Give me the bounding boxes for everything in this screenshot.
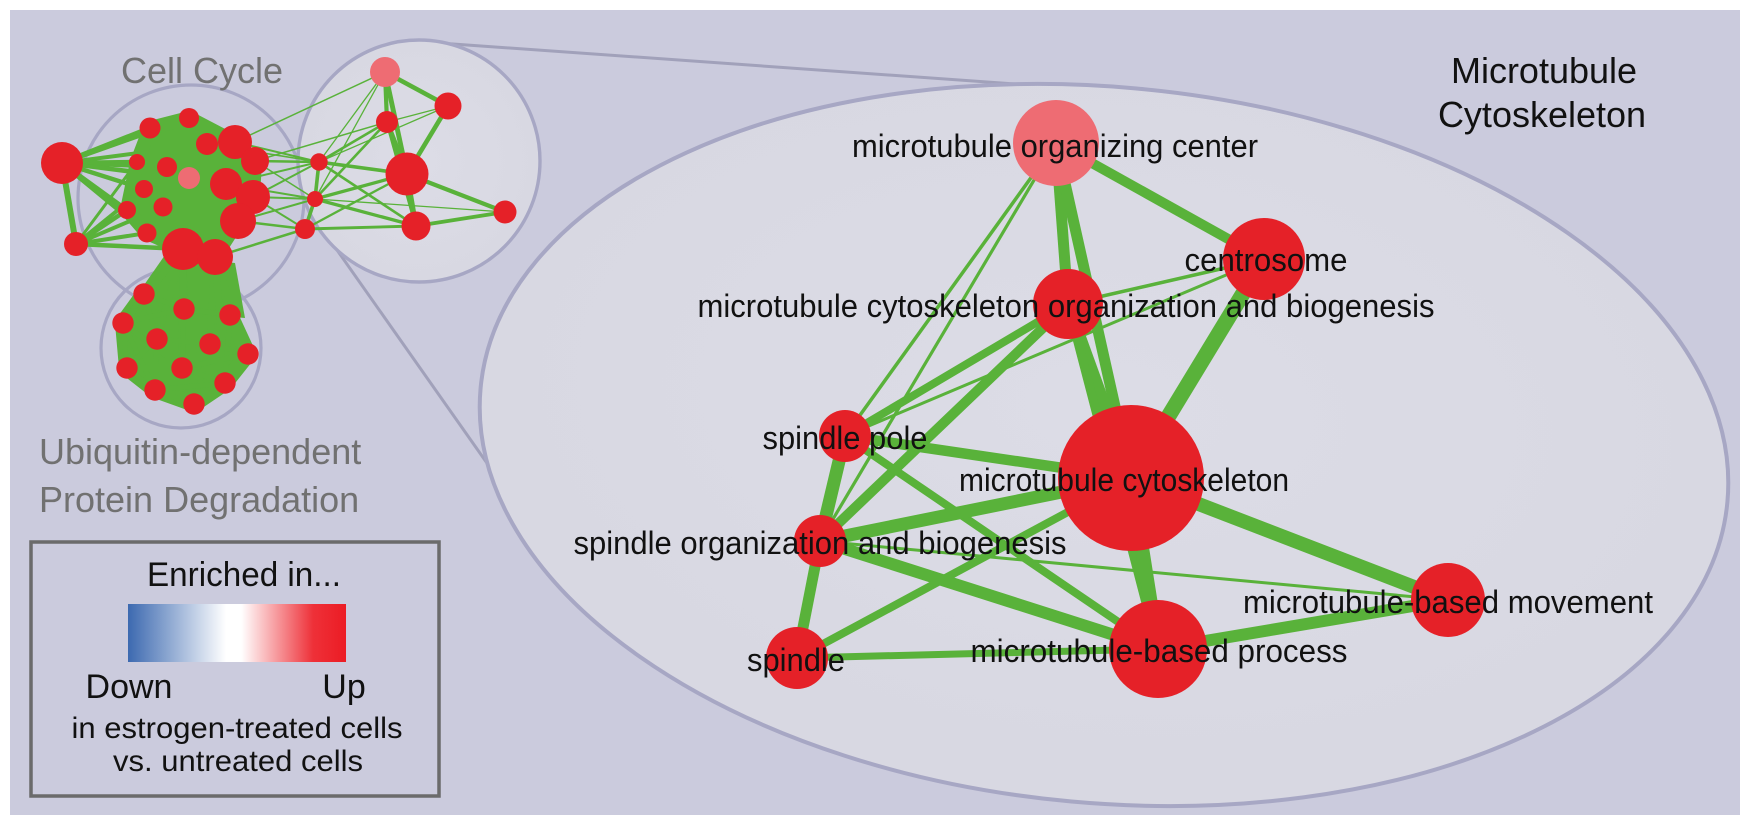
svg-text:spindle organization and bioge: spindle organization and biogenesis xyxy=(574,525,1067,561)
svg-text:Cytoskeleton: Cytoskeleton xyxy=(1438,94,1646,135)
svg-text:Up: Up xyxy=(322,668,365,706)
svg-text:Microtubule: Microtubule xyxy=(1451,50,1637,91)
svg-text:Enriched in...: Enriched in... xyxy=(147,556,341,594)
svg-text:Cell Cycle: Cell Cycle xyxy=(121,50,283,91)
svg-text:spindle pole: spindle pole xyxy=(763,420,928,456)
svg-text:spindle: spindle xyxy=(747,642,845,678)
svg-text:vs. untreated cells: vs. untreated cells xyxy=(113,745,363,778)
svg-text:Down: Down xyxy=(86,668,173,706)
svg-text:Ubiquitin-dependent: Ubiquitin-dependent xyxy=(39,431,361,472)
svg-text:centrosome: centrosome xyxy=(1185,242,1348,278)
svg-text:microtubule cytoskeleton organ: microtubule cytoskeleton organization an… xyxy=(698,288,1435,324)
svg-text:microtubule-based movement: microtubule-based movement xyxy=(1243,584,1653,620)
svg-text:in estrogen-treated cells: in estrogen-treated cells xyxy=(72,712,403,745)
svg-text:microtubule cytoskeleton: microtubule cytoskeleton xyxy=(959,462,1289,498)
svg-text:microtubule-based process: microtubule-based process xyxy=(971,633,1348,669)
svg-text:microtubule organizing center: microtubule organizing center xyxy=(852,128,1258,164)
svg-text:Protein Degradation: Protein Degradation xyxy=(39,479,359,520)
